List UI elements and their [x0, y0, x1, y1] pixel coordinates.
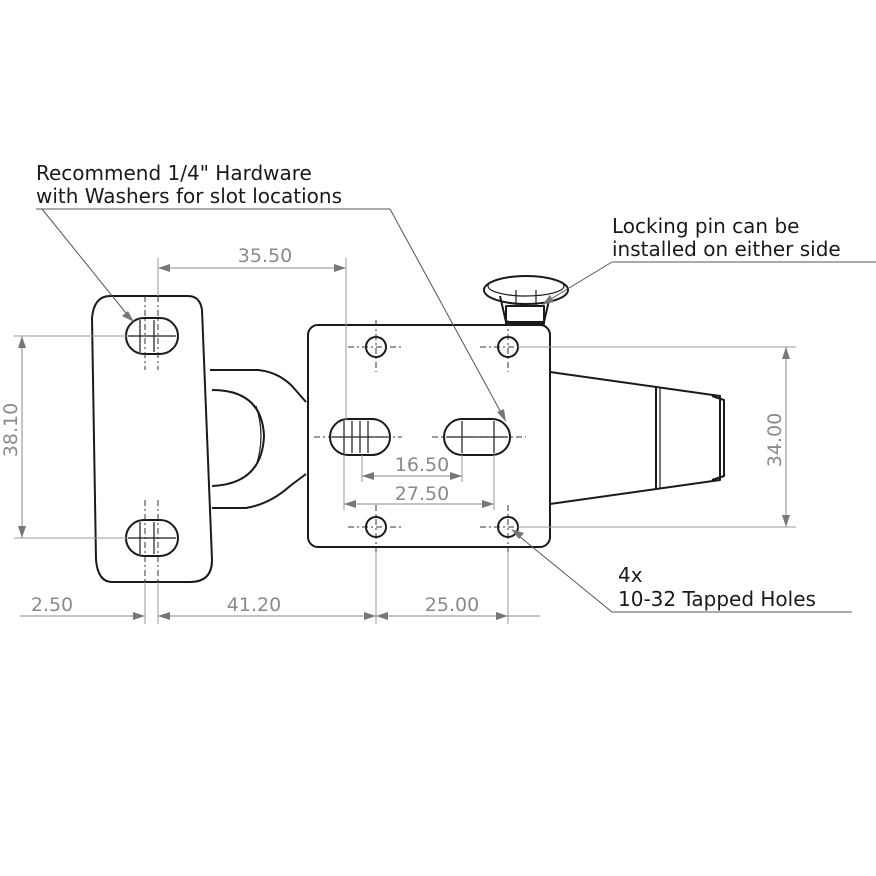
- note-tapped-holes: 4x 10-32 Tapped Holes: [511, 529, 852, 613]
- dimension-35-50: 35.50: [157, 245, 347, 420]
- mounting-plate: [307, 324, 551, 548]
- note-locking-pin: Locking pin can be installed on either s…: [542, 214, 876, 305]
- tapered-nozzle: [549, 371, 725, 505]
- dimension-bottom-chain: 2.50 41.20 25.00: [20, 552, 540, 624]
- note-holes-line1: 4x: [618, 563, 643, 587]
- note-hardware: Recommend 1/4" Hardware with Washers for…: [36, 161, 506, 422]
- dimension-27-50: 27.50: [343, 455, 495, 510]
- dimension-38-10: 38.10: [0, 335, 128, 539]
- dimension-16-50: 16.50: [361, 454, 463, 482]
- dim-label-38-10: 38.10: [0, 403, 22, 457]
- dim-label-35-50: 35.50: [238, 245, 292, 267]
- left-clamp-body: [91, 295, 213, 583]
- connecting-arm: [210, 369, 307, 509]
- dim-label-16-50: 16.50: [395, 454, 449, 476]
- dim-label-27-50: 27.50: [395, 483, 449, 505]
- note-hardware-line2: with Washers for slot locations: [36, 184, 342, 208]
- dimension-34-00: 34.00: [518, 346, 796, 528]
- note-pin-line1: Locking pin can be: [612, 214, 799, 238]
- note-hardware-line1: Recommend 1/4" Hardware: [36, 161, 312, 185]
- note-pin-line2: installed on either side: [612, 237, 841, 261]
- dim-label-2-50: 2.50: [31, 594, 73, 616]
- note-holes-line2: 10-32 Tapped Holes: [618, 587, 816, 611]
- dim-label-41-20: 41.20: [227, 594, 281, 616]
- dim-label-34-00: 34.00: [764, 413, 786, 467]
- locking-pin: [483, 275, 569, 325]
- dim-label-25-00: 25.00: [425, 594, 479, 616]
